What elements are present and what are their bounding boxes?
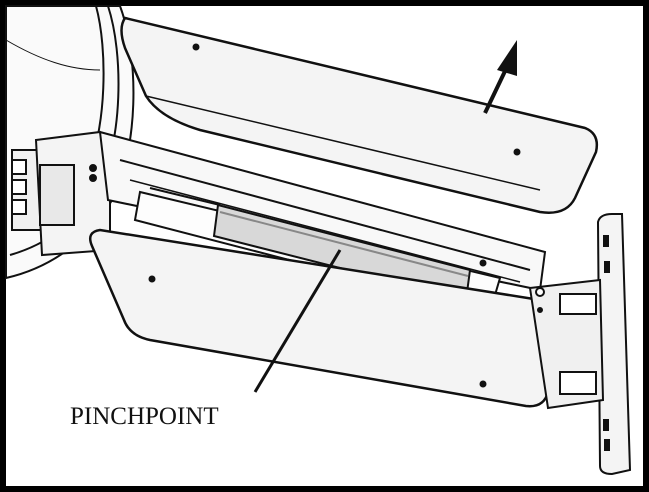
callout-leader-line bbox=[253, 249, 342, 393]
right-mounting-bracket bbox=[528, 213, 632, 476]
up-right-arrow-icon bbox=[483, 40, 517, 114]
left-hinge-bracket bbox=[11, 130, 111, 257]
upper-flap bbox=[120, 16, 599, 214]
pinchpoint-label: PINCHPOINT bbox=[70, 403, 219, 430]
